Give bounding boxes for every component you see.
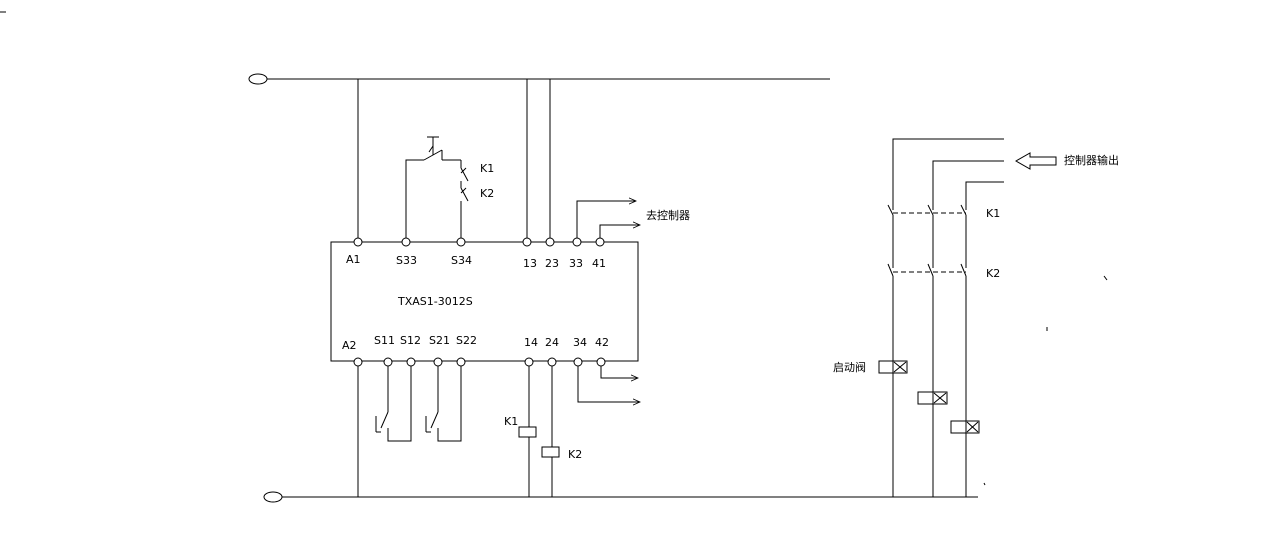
terminal-a1 <box>353 237 363 247</box>
output-label-k2: K2 <box>986 267 1000 280</box>
label-13: 13 <box>523 257 537 270</box>
label-to-controller: 去控制器 <box>646 208 690 222</box>
terminal-14 <box>524 357 534 367</box>
feedback-contacts-k1-k2 <box>460 160 469 238</box>
label-42: 42 <box>595 336 609 349</box>
label-start-valve: 启动阀 <box>833 360 866 374</box>
terminal-34 <box>573 357 583 367</box>
stray-mark <box>983 482 986 486</box>
terminal-23 <box>545 237 555 247</box>
top-terminals <box>353 237 605 247</box>
output-34-42 <box>577 366 640 402</box>
terminal-s21 <box>433 357 443 367</box>
output-33-41-to-controller <box>576 201 640 238</box>
terminal-42 <box>596 357 606 367</box>
label-s22: S22 <box>456 334 477 347</box>
terminal-41 <box>595 237 605 247</box>
label-s21: S21 <box>429 334 450 347</box>
bottom-terminals <box>353 357 606 367</box>
label-s12: S12 <box>400 334 421 347</box>
top-terminal-labels: A1 S33 S34 13 23 33 41 <box>346 253 606 270</box>
label-24: 24 <box>545 336 559 349</box>
label-23: 23 <box>545 257 559 270</box>
bottom-power-rail <box>263 491 978 503</box>
label-14: 14 <box>524 336 538 349</box>
terminal-24 <box>547 357 557 367</box>
controller-output-feeds <box>892 138 1004 210</box>
coil-label-k2: K2 <box>568 448 582 461</box>
label-s34: S34 <box>451 254 472 267</box>
label-33: 33 <box>569 257 583 270</box>
valve-branch-1 <box>878 276 908 497</box>
valve-branch-3 <box>950 276 980 497</box>
module-model-label: TXAS1-3012S <box>397 295 473 308</box>
terminal-s12 <box>406 357 416 367</box>
bottom-rail-terminal <box>263 491 283 503</box>
label-34: 34 <box>573 336 587 349</box>
contact-label-k1: K1 <box>480 162 494 175</box>
controller-output-arrow-icon <box>1014 152 1057 170</box>
coil-label-k1: K1 <box>504 415 518 428</box>
label-a1: A1 <box>346 253 361 266</box>
stray-mark <box>1103 275 1108 281</box>
terminal-13 <box>522 237 532 247</box>
valve-branch-2 <box>917 276 948 497</box>
output-label-k1: K1 <box>986 207 1000 220</box>
label-s11: S11 <box>374 334 395 347</box>
top-rail-terminal <box>248 73 268 85</box>
coil-k1 <box>518 366 537 497</box>
estop-channel-1 <box>375 366 412 442</box>
label-controller-output: 控制器输出 <box>1064 153 1119 167</box>
relay-module-box <box>330 241 639 362</box>
contact-label-k2: K2 <box>480 187 494 200</box>
terminal-s11 <box>383 357 393 367</box>
k1-output-contacts <box>887 204 967 268</box>
terminal-33 <box>572 237 582 247</box>
top-power-rail <box>248 73 830 85</box>
terminal-s22 <box>456 357 466 367</box>
terminal-s34 <box>456 237 466 247</box>
terminal-s33 <box>401 237 411 247</box>
label-s33: S33 <box>396 254 417 267</box>
terminal-a2 <box>353 357 363 367</box>
label-41: 41 <box>592 257 606 270</box>
estop-channel-2 <box>425 366 462 442</box>
label-a2: A2 <box>342 339 357 352</box>
reset-pushbutton <box>405 136 461 238</box>
bottom-terminal-labels: A2 S11 S12 S21 S22 14 24 34 42 <box>342 334 609 352</box>
k2-output-contacts <box>887 263 967 277</box>
coil-k2 <box>541 366 560 497</box>
